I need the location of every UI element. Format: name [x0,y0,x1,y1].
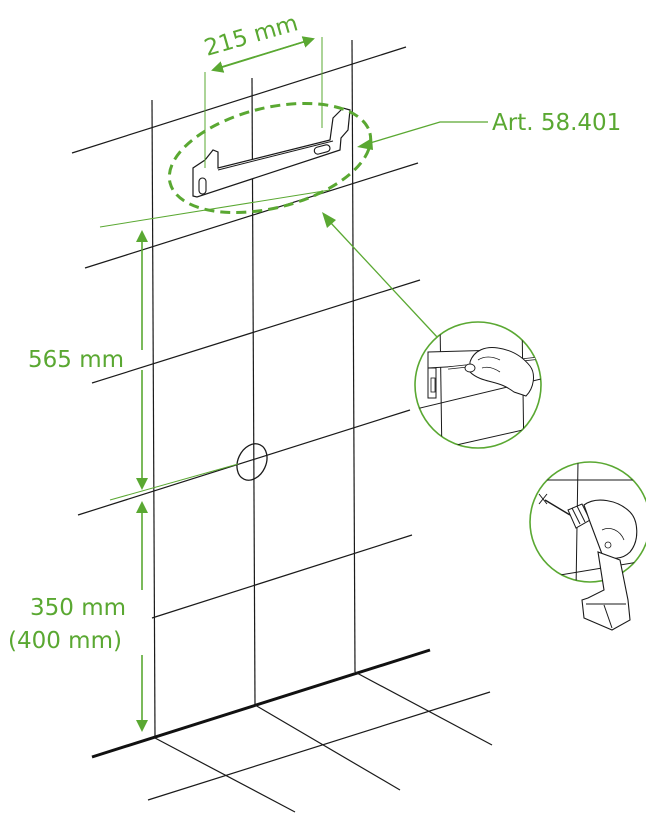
width-dimension-label: 215 mm [201,10,300,61]
wall-line-vertical-center [251,77,256,706]
floor-line [147,691,491,801]
detail-pointer-line [329,221,439,339]
wall-line-horizontal [77,409,411,516]
height-lower-label: 350 mm [30,595,126,621]
width-dimension [204,36,323,168]
floor-edge [91,648,431,759]
drill-icon [529,461,646,631]
wall-line-vertical-right [351,39,356,673]
height-upper-dimension [99,189,331,501]
mounting-bracket [192,107,351,198]
pencil-marking-icon [414,321,542,449]
wall-line-vertical-left [151,99,156,739]
floor-line [154,737,296,813]
wall-line-horizontal [91,279,421,384]
pipe-hole [236,443,268,481]
wall-line-horizontal [71,46,407,154]
article-callout [357,121,488,150]
height-upper-label: 565 mm [28,347,124,373]
height-lower-alt-label: (400 mm) [8,628,122,654]
wall-line-horizontal [151,534,413,619]
wall-grid [71,39,493,813]
floor-line [254,704,401,791]
wall-line-horizontal [84,162,419,269]
detail-pointer-arrowhead [322,212,336,228]
floor-line [354,671,493,746]
article-label: Art. 58.401 [492,110,621,136]
bracket-highlight-ellipse [167,101,373,215]
